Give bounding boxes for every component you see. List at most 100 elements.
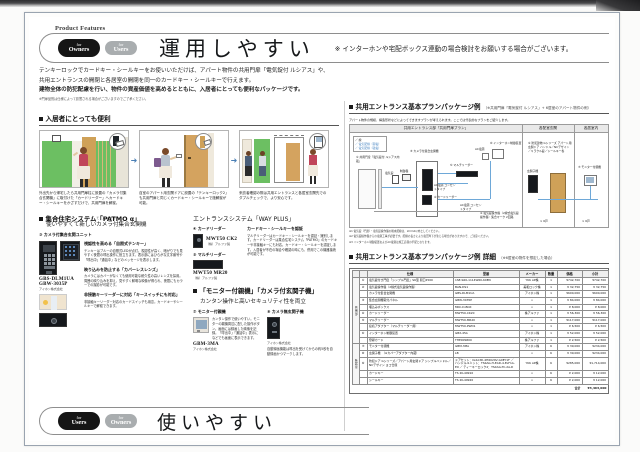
- monitor-subtitle: カンタン操作と高いセキュリティ性を両立: [200, 299, 306, 306]
- wayplus-model-2: MWT50 MR20: [193, 271, 228, 277]
- table-header-row: 仕様 型番 メーカー 数量 価格 小計: [351, 270, 609, 278]
- step-illustration-gate: [39, 129, 129, 188]
- patmo-feature: 映り込みを防止する「カバーレスレンズ」 カメラにはカバーがなくても使用可能な耐久…: [84, 267, 185, 288]
- cell-model: THE00S800: [452, 336, 520, 345]
- cell-spec: シールキー: [366, 377, 454, 385]
- cell-model: MWT50-CK20: [452, 310, 520, 318]
- cell-qty: 1: [544, 277, 558, 285]
- plan-title-note: （※共用門扉「電気錠付 ルシアス」+ 6居室のアパート物件の例）: [483, 106, 592, 110]
- door-station-photo: [267, 317, 280, 340]
- wayplus-block: エントランスシステム「WAY PLUS」 ④ カードリーダー MWT50 CK2: [193, 214, 339, 356]
- patmo-product-images: GBS-DLM1UA GBW-3035P アイホン株式会社: [39, 241, 80, 328]
- intro-line-1: テンキーロックでカードキー・シールキーをお使いいただけば、アパート物件の共用門扉…: [39, 68, 329, 74]
- cell-spec: 登録カード: [366, 336, 454, 345]
- column-divider: [344, 101, 345, 431]
- cell-qty: 6: [544, 377, 558, 385]
- wayplus-feature-body: マルチリーダーはカードキー・シールキーを認証・識別します。カードリーダーは集合住…: [247, 233, 338, 257]
- usage-step: 自室のアパート用玄関ドアに設置の「テンキーロック2」も共用門扉と同じくカードキー…: [139, 129, 229, 207]
- square-bullet-icon: [39, 217, 43, 222]
- cell-price: ¥742,700: [556, 277, 583, 285]
- doorstation-body: 自動録画機能は呼出を受けてからの約5秒を自動録画かつマークします。: [267, 347, 333, 356]
- square-bullet-icon: [349, 255, 353, 259]
- table-row: ⑨ 防犯ドア Gシリーズ／アパート用玄関ドア シンプルハンドル／NCデザイン ヨ…: [352, 356, 609, 372]
- diagram-legend: ／ 線 ／ 電気配線（弱電） ／ 電気配線（強電）: [353, 135, 387, 152]
- feature-body: テンキーはブルーの自照式LEDが点灯。視認性が高く、暗がりでも見やすく夜間の呼出…: [84, 248, 183, 263]
- cell-maker: 〃: [518, 377, 546, 385]
- cell-price: ¥ 39,000: [556, 349, 583, 358]
- card-reader-photo: [193, 234, 203, 249]
- wayplus-maker-1: （株）アルファ製: [206, 241, 230, 246]
- group-label-rooms: 各居室: [351, 343, 360, 385]
- badge-for-owners: for Owners: [58, 39, 100, 57]
- cell-spec: カメラ付集合玄関機: [366, 290, 454, 298]
- footer-badge-role-text-2: Owners: [110, 419, 132, 426]
- wayplus-item-label-1: ④ カードリーダー: [193, 226, 226, 232]
- cell-subtotal: ¥ 12,000: [581, 370, 609, 378]
- legend-item: ／ 電気配線（強電）: [355, 145, 382, 150]
- cell-price: ¥ 2,000: [556, 377, 583, 385]
- diagram-label-control: 制御盤: [400, 168, 409, 173]
- cell-subtotal: ¥ 32,750: [581, 283, 609, 292]
- section-heading-table: 共用エントランス基本プランパッケージ例 詳細（※6居室の物件を想定した場合）: [349, 251, 609, 264]
- cell-subtotal: ¥600,000: [581, 290, 609, 298]
- usage-step: 来訪者確認の際は共用エントランスと各居室玄関先でのダブルチェックで、より安心です…: [239, 129, 329, 202]
- diagram-label-controller: ⑥ インターホン制御装置: [490, 140, 522, 145]
- cell-spec: 電気錠操作盤（2線式電気錠操作盤）: [366, 283, 454, 292]
- cell-no: [358, 290, 368, 298]
- hero-banner: for Owners for Users 運用しやすい ※ インターホンや宅配ボ…: [39, 33, 609, 63]
- cell-subtotal: ¥742,700: [581, 277, 609, 285]
- monitor-product: ⑦ モニター付親機 カンタン操作で使いやすい。モニターの親機周辺に配した操作ボタ…: [193, 309, 261, 356]
- doorstation-maker: アイホン株式会社: [267, 341, 291, 346]
- patmo-feature-list: 視認性を高める「自照式テンキー」 テンキーはブルーの自照式LEDが点灯。視認性が…: [84, 241, 185, 327]
- monitor-products: ⑦ モニター付親機 カンタン操作で使いやすい。モニターの親機周辺に配した操作ボタ…: [193, 309, 339, 356]
- cell-spec: カードキー: [366, 370, 454, 378]
- cell-spec: 電気錠付き門扉「シンプル門扉」S6型 間口2500: [366, 277, 454, 285]
- cell-no: [358, 377, 368, 385]
- cell-price: ¥ 8,000: [556, 303, 583, 312]
- badge-role-text-2: Users: [113, 46, 129, 53]
- cell-no: ①: [358, 277, 368, 285]
- diagram-footnote: ※1 電気錠（門扉）・電気錠操作盤の端末配線は、2mm2以内としてください。: [349, 229, 441, 233]
- usage-step-flow: 外出先から帰宅したら共用門扉柱に設置の「カメラ付集合玄関機」に取付けた「カードリ…: [39, 129, 339, 207]
- monitor-maker: アイホン株式会社: [193, 347, 217, 352]
- cell-model: GBX-45A: [452, 330, 520, 338]
- cell-maker: アイホン株: [518, 290, 546, 298]
- cell-subtotal: ¥1,714,000: [581, 356, 609, 372]
- cell-no: [358, 323, 368, 331]
- table-row: 登録カード THE00S800 株アルファ 1 ¥ 2,500 ¥ 2,500: [352, 336, 609, 345]
- feature-heading: 視認性を高める「自照式テンキー」: [84, 241, 148, 247]
- cell-model: MKC-D-BOX: [452, 303, 520, 312]
- table-row: ⑥ インターホン制御装置 GBX-45A アイホン株 1 ¥ 52,000 ¥ …: [352, 330, 609, 338]
- cell-spec: 埋込みボックス: [366, 303, 454, 312]
- square-bullet-icon: [193, 289, 197, 294]
- col-maker: メーカー: [518, 270, 546, 278]
- table-row: ③ 集合玄関機取付パネル GBW-3035P 〃 1 ¥ 84,000 ¥ 84…: [352, 296, 609, 305]
- cell-maker: アイホン株: [518, 330, 546, 338]
- wayplus-item-label-2: ⑤ マルチリーダー: [193, 252, 226, 258]
- cell-spec: 防犯ドア Gシリーズ／アパート用玄関ドア シンプルハンドル／NCデザイン ヨコ仕…: [366, 356, 454, 372]
- diagram-label-ac1: AC電源: [475, 146, 485, 151]
- cell-subtotal: ¥ 84,000: [581, 296, 609, 305]
- footer-title: 使いやすい: [157, 411, 278, 434]
- diagram-label-elock-panel: ② 電気錠操作盤（2線式電気錠操作盤）集合マーク 2回路: [480, 210, 519, 219]
- cell-model: MWT50-PWD1: [452, 323, 520, 331]
- cell-price: ¥285,000: [556, 356, 583, 372]
- feature-body: カメラにはカバーがなくても使用可能な耐久性の高いレンズを採用。周囲の映り込みを抑…: [84, 274, 183, 288]
- cell-qty: 1: [544, 330, 558, 338]
- table-row: シールキー TS 2K-49920 〃 6 ¥ 2,000 ¥ 12,000: [352, 377, 609, 385]
- patmo-feature: 視認性を高める「自照式テンキー」 テンキーはブルーの自照式LEDが点灯。視認性が…: [84, 241, 185, 262]
- cell-qty: 6: [544, 356, 558, 372]
- monitor-unit-photo: [193, 317, 209, 334]
- table-row: 接続アダプター（マルチリーダー用） MWT50-PWD1 〃 1 ¥ 6,500…: [352, 323, 609, 331]
- cell-qty: 1: [544, 323, 558, 331]
- col-spec: 仕様: [366, 270, 454, 278]
- intercom-panel-photo: [39, 241, 57, 276]
- table-row: カードキー TS 2K-49910 〃 6 ¥ 2,000 ¥ 12,000: [352, 370, 609, 378]
- monitor-body: カンタン操作で使いやすい。モニターの親機周辺に配した操作ボタン。画面には録画した…: [212, 317, 260, 340]
- intercom-keypad-photo: [60, 241, 80, 262]
- patmo-product-row: GBS-DLM1UA GBW-3035P アイホン株式会社: [39, 241, 185, 328]
- diagram-divider-1: [522, 124, 523, 227]
- cell-price: ¥117,000: [556, 316, 583, 325]
- cell-qty: 1: [544, 316, 558, 325]
- cell-no: ⑨: [358, 356, 368, 372]
